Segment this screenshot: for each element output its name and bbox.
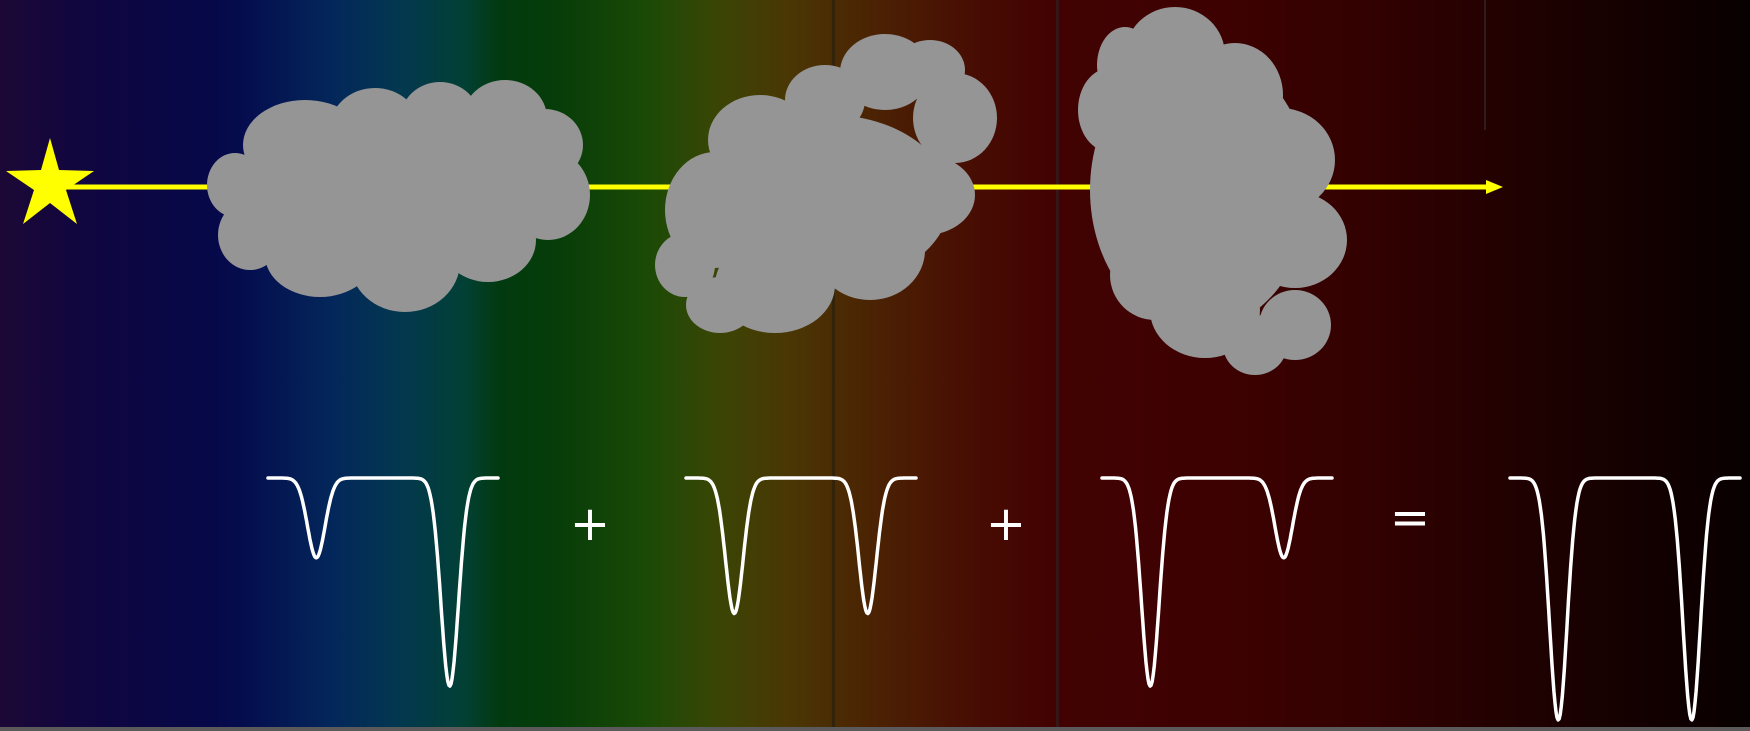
cloud-icon-3: [1078, 7, 1347, 375]
arrowhead-icon: [1486, 180, 1503, 194]
bottom-strip: [0, 727, 1750, 731]
cloud-icon-2: [655, 34, 997, 333]
cloud-1-spectrum: [266, 476, 500, 688]
sum-spectrum: [1508, 476, 1742, 722]
absorption-profiles: [266, 476, 1742, 722]
star-icon: [6, 138, 94, 224]
cloud-icon-1: [207, 80, 590, 312]
cloud-2-spectrum: [684, 476, 918, 616]
equals-sign: =: [1389, 490, 1431, 546]
background-artifacts: [832, 0, 1486, 731]
plus-sign-2: +: [985, 496, 1027, 552]
cloud-3-spectrum: [1100, 476, 1334, 688]
plus-sign-1: +: [569, 496, 611, 552]
